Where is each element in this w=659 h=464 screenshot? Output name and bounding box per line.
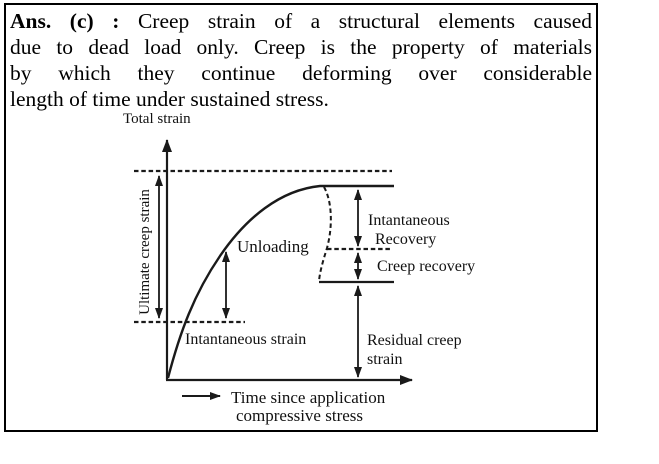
answer-line-3: by which they continue deforming over co…: [10, 61, 592, 85]
answer-line-1-text: Creep strain of a structural elements ca…: [137, 9, 593, 33]
answer-box: Ans. (c) : Creep strain of a structural …: [4, 3, 598, 432]
answer-line-4: length of time under sustained stress.: [10, 87, 329, 111]
answer-line-2: due to dead load only. Creep is the prop…: [10, 35, 592, 59]
answer-paragraph: Ans. (c) : Creep strain of a structural …: [10, 8, 592, 112]
answer-line-1: Ans. (c) : Creep strain of a structural …: [10, 8, 592, 34]
answer-prefix: Ans. (c) :: [10, 9, 120, 33]
